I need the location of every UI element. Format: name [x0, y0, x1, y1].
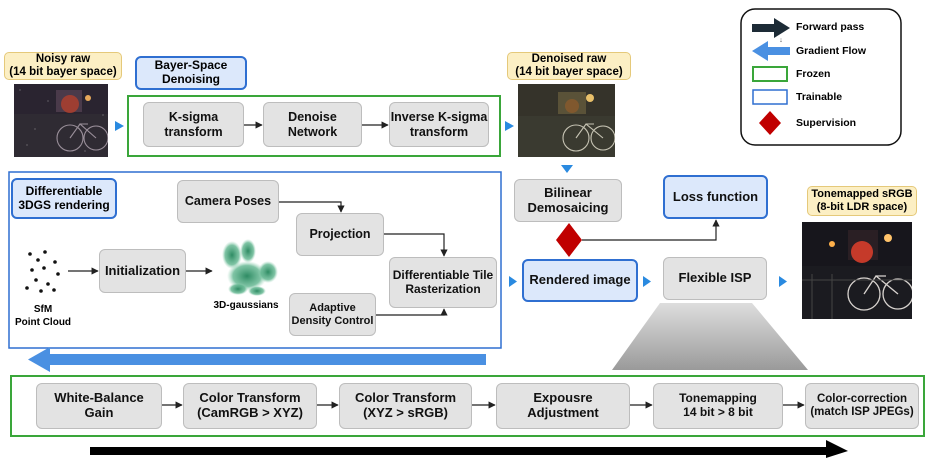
rasterization-node: Differentiable Tile Rasterization	[389, 257, 497, 308]
initialization-node: Initialization	[99, 249, 186, 293]
color-transform-srgb-node: Color Transform (XYZ > sRGB)	[339, 383, 472, 429]
arrow	[582, 219, 720, 241]
gradient-flow-icon	[752, 41, 790, 61]
arrow	[384, 233, 448, 257]
supervision-diamond	[556, 223, 582, 257]
isp-frame	[10, 375, 925, 437]
noisy-raw-label: Noisy raw (14 bit bayer space)	[4, 52, 122, 80]
forward-pass-icon	[752, 18, 790, 38]
arrow	[376, 308, 448, 316]
rendered-image-node: Rendered image	[522, 259, 638, 302]
connector-triangle	[115, 121, 124, 131]
gaussians-blob	[222, 239, 278, 296]
trainable-swatch	[752, 89, 788, 105]
color-transform-xyz-node: Color Transform (CamRGB > XYZ)	[183, 383, 317, 429]
color-correction-node: Color-correction (match ISP JPEGs)	[805, 383, 919, 429]
denoised-raw-image	[518, 84, 615, 157]
inverse-ksigma-node: Inverse K-sigma transform	[389, 102, 489, 147]
legend-box	[740, 8, 902, 146]
denoising-frame	[127, 95, 501, 157]
connector-triangle	[561, 165, 573, 173]
legend-divider-mark: ↓	[779, 37, 783, 44]
gaussians-label: 3D-gaussians	[213, 300, 279, 311]
legend-trainable-label: Trainable	[796, 91, 843, 103]
loss-function-node: Loss function	[663, 175, 768, 219]
denoising-title: Bayer-Space Denoising	[135, 56, 247, 90]
tonemapped-image	[802, 222, 912, 319]
connector-triangle	[779, 276, 787, 287]
connector-triangle	[505, 121, 514, 131]
forward-pass-arrow	[90, 440, 848, 458]
noisy-raw-image	[14, 84, 108, 157]
legend-gradient-label: Gradient Flow	[796, 45, 867, 57]
flexible-isp-node: Flexible ISP	[663, 257, 767, 300]
adaptive-density-node: Adaptive Density Control	[289, 293, 376, 336]
legend-forward-label: Forward pass	[796, 21, 865, 33]
isp-expansion-funnel	[612, 303, 808, 370]
connector-triangle	[509, 276, 517, 287]
legend-frozen-label: Frozen	[796, 68, 831, 80]
camera-poses-node: Camera Poses	[177, 180, 279, 223]
point-cloud-dots	[25, 250, 60, 293]
arrow	[279, 201, 345, 213]
tonemapping-node: Tonemapping 14 bit > 8 bit	[653, 383, 783, 429]
ksigma-node: K-sigma transform	[143, 102, 244, 147]
denoised-raw-label: Denoised raw (14 bit bayer space)	[507, 52, 631, 80]
legend-supervision-label: Supervision	[796, 117, 857, 129]
white-balance-node: White-Balance Gain	[36, 383, 162, 429]
denoise-network-node: Denoise Network	[263, 102, 362, 147]
supervision-icon	[759, 111, 781, 135]
connector-triangle	[643, 276, 651, 287]
sfm-label: SfM Point Cloud	[14, 304, 72, 328]
tonemapped-label: Tonemapped sRGB (8-bit LDR space)	[807, 186, 917, 216]
frozen-swatch	[752, 66, 788, 82]
exposure-adjustment-node: Expousre Adjustment	[496, 383, 630, 429]
rendering-title: Differentiable 3DGS rendering	[11, 178, 117, 219]
rendering-frame	[8, 171, 502, 349]
bilinear-demosaicing-node: Bilinear Demosaicing	[514, 179, 622, 222]
projection-node: Projection	[296, 213, 384, 256]
gradient-flow-arrow	[28, 347, 486, 372]
